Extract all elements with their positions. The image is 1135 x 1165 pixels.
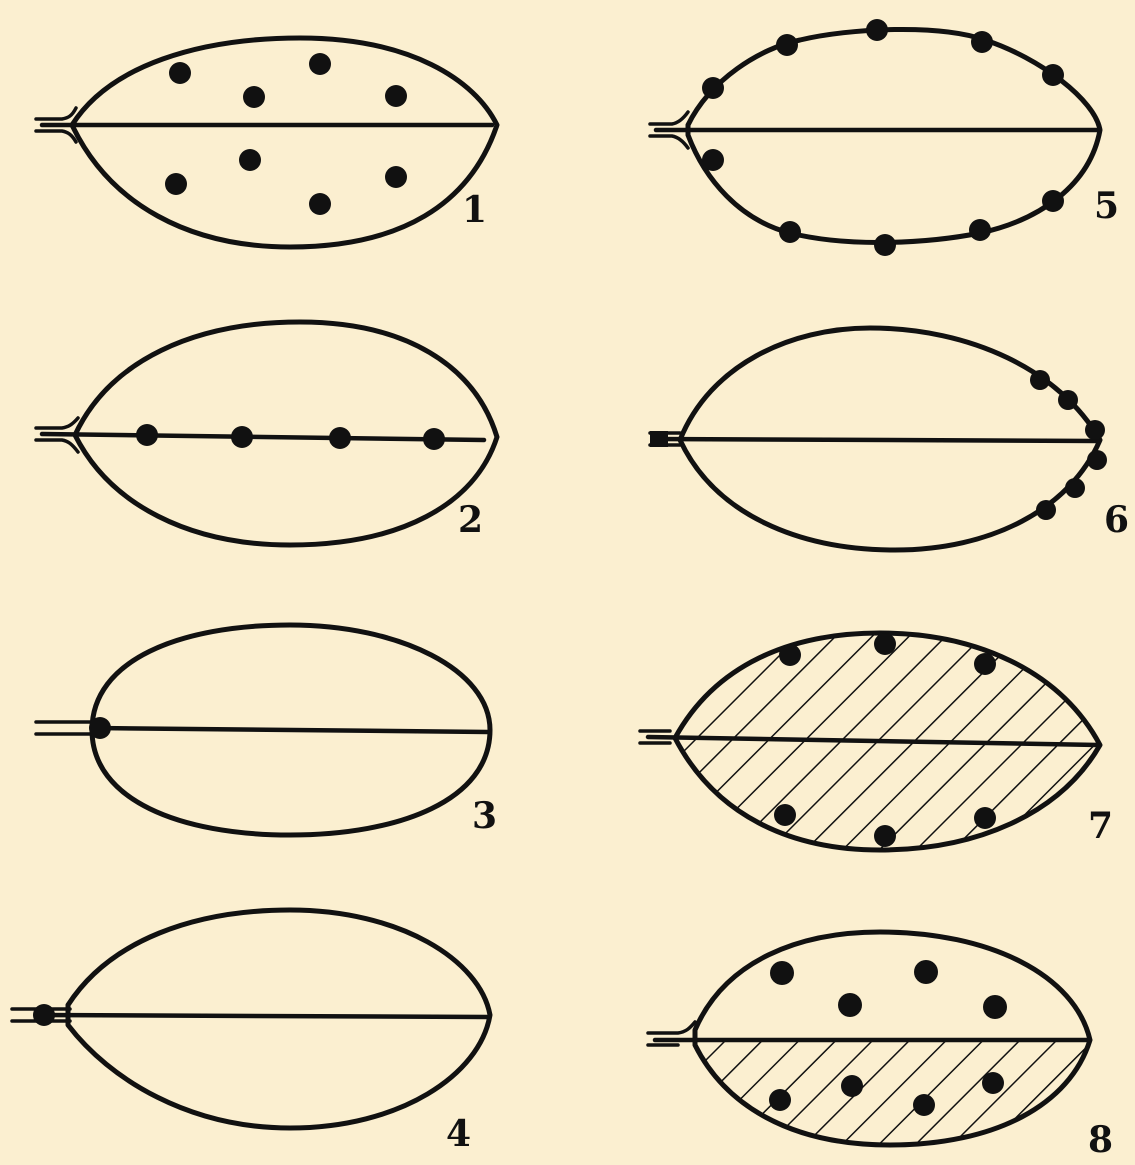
leaf-7-dot <box>974 807 996 829</box>
leaf-5-dot <box>1042 64 1064 86</box>
leaf-4-dot <box>33 1004 55 1026</box>
leaf-6-midrib <box>655 439 1098 441</box>
leaf-7-dot <box>974 653 996 675</box>
leaf-1-dot <box>243 86 265 108</box>
leaf-1-dot <box>239 149 261 171</box>
leaf-5-outline <box>688 29 1100 242</box>
leaf-6-dot <box>1030 370 1050 390</box>
figure-label-8: 8 <box>1088 1119 1113 1161</box>
leaf-3-petiole <box>36 722 92 734</box>
leaf-8-dot <box>983 995 1007 1019</box>
leaf-2-dot <box>231 426 253 448</box>
leaf-2-dot <box>136 424 158 446</box>
leaf-6-dot <box>1085 420 1105 440</box>
figure-label-1: 1 <box>462 189 487 231</box>
leaf-1: 1 <box>36 38 497 247</box>
leaf-1-dot <box>169 62 191 84</box>
leaf-1-dot <box>165 173 187 195</box>
leaf-5-dot <box>874 234 896 256</box>
leaf-5-dot <box>1042 190 1064 212</box>
leaf-8-hatching <box>680 1035 1110 1155</box>
leaf-1-dot <box>309 53 331 75</box>
leaf-1-dot <box>385 85 407 107</box>
leaf-8-dot <box>913 1094 935 1116</box>
leaf-6-dot <box>1058 390 1078 410</box>
leaf-5-dot <box>779 221 801 243</box>
leaf-7: 7 <box>640 620 1120 860</box>
leaf-8-dot <box>770 961 794 985</box>
leaf-8-dot <box>769 1089 791 1111</box>
leaf-2-dot <box>423 428 445 450</box>
leaf-5-dot <box>969 219 991 241</box>
figure-label-2: 2 <box>458 499 483 541</box>
figure-label-5: 5 <box>1094 185 1119 227</box>
leaf-8-dot <box>914 960 938 984</box>
leaf-5-dot <box>702 149 724 171</box>
leaf-8: 8 <box>648 932 1113 1161</box>
leaf-8-dot <box>982 1072 1004 1094</box>
leaf-1-outline <box>72 38 497 247</box>
figure-label-7: 7 <box>1088 805 1113 847</box>
leaf-6-petiole-mark <box>650 431 668 447</box>
figure-label-4: 4 <box>446 1113 471 1155</box>
leaf-6: 6 <box>650 328 1129 550</box>
leaf-2-midrib <box>42 434 484 440</box>
leaf-8-dot <box>838 993 862 1017</box>
leaf-4-outline <box>68 910 490 1128</box>
leaf-2: 2 <box>36 322 497 545</box>
leaf-3: 3 <box>36 625 497 837</box>
leaf-3-midrib <box>95 728 488 732</box>
leaf-7-dot <box>874 825 896 847</box>
leaf-3-dot <box>89 717 111 739</box>
leaf-6-dot <box>1036 500 1056 520</box>
leaf-5-dot <box>971 31 993 53</box>
leaf-6-dot <box>1065 478 1085 498</box>
leaf-4: 4 <box>12 910 490 1155</box>
leaf-7-dot <box>779 644 801 666</box>
leaf-5: 5 <box>650 19 1119 256</box>
leaf-8-dot <box>841 1075 863 1097</box>
figure-label-3: 3 <box>472 795 497 837</box>
leaf-5-dot <box>866 19 888 41</box>
leaf-7-dot <box>774 804 796 826</box>
leaf-7-dot <box>874 633 896 655</box>
leaf-6-dot <box>1087 450 1107 470</box>
leaf-5-dot <box>702 77 724 99</box>
leaf-1-dot <box>385 166 407 188</box>
leaf-1-dot <box>309 193 331 215</box>
leaf-4-midrib <box>40 1015 488 1017</box>
leaf-2-dot <box>329 427 351 449</box>
leaf-5-dot <box>776 34 798 56</box>
figure-label-6: 6 <box>1104 499 1129 541</box>
